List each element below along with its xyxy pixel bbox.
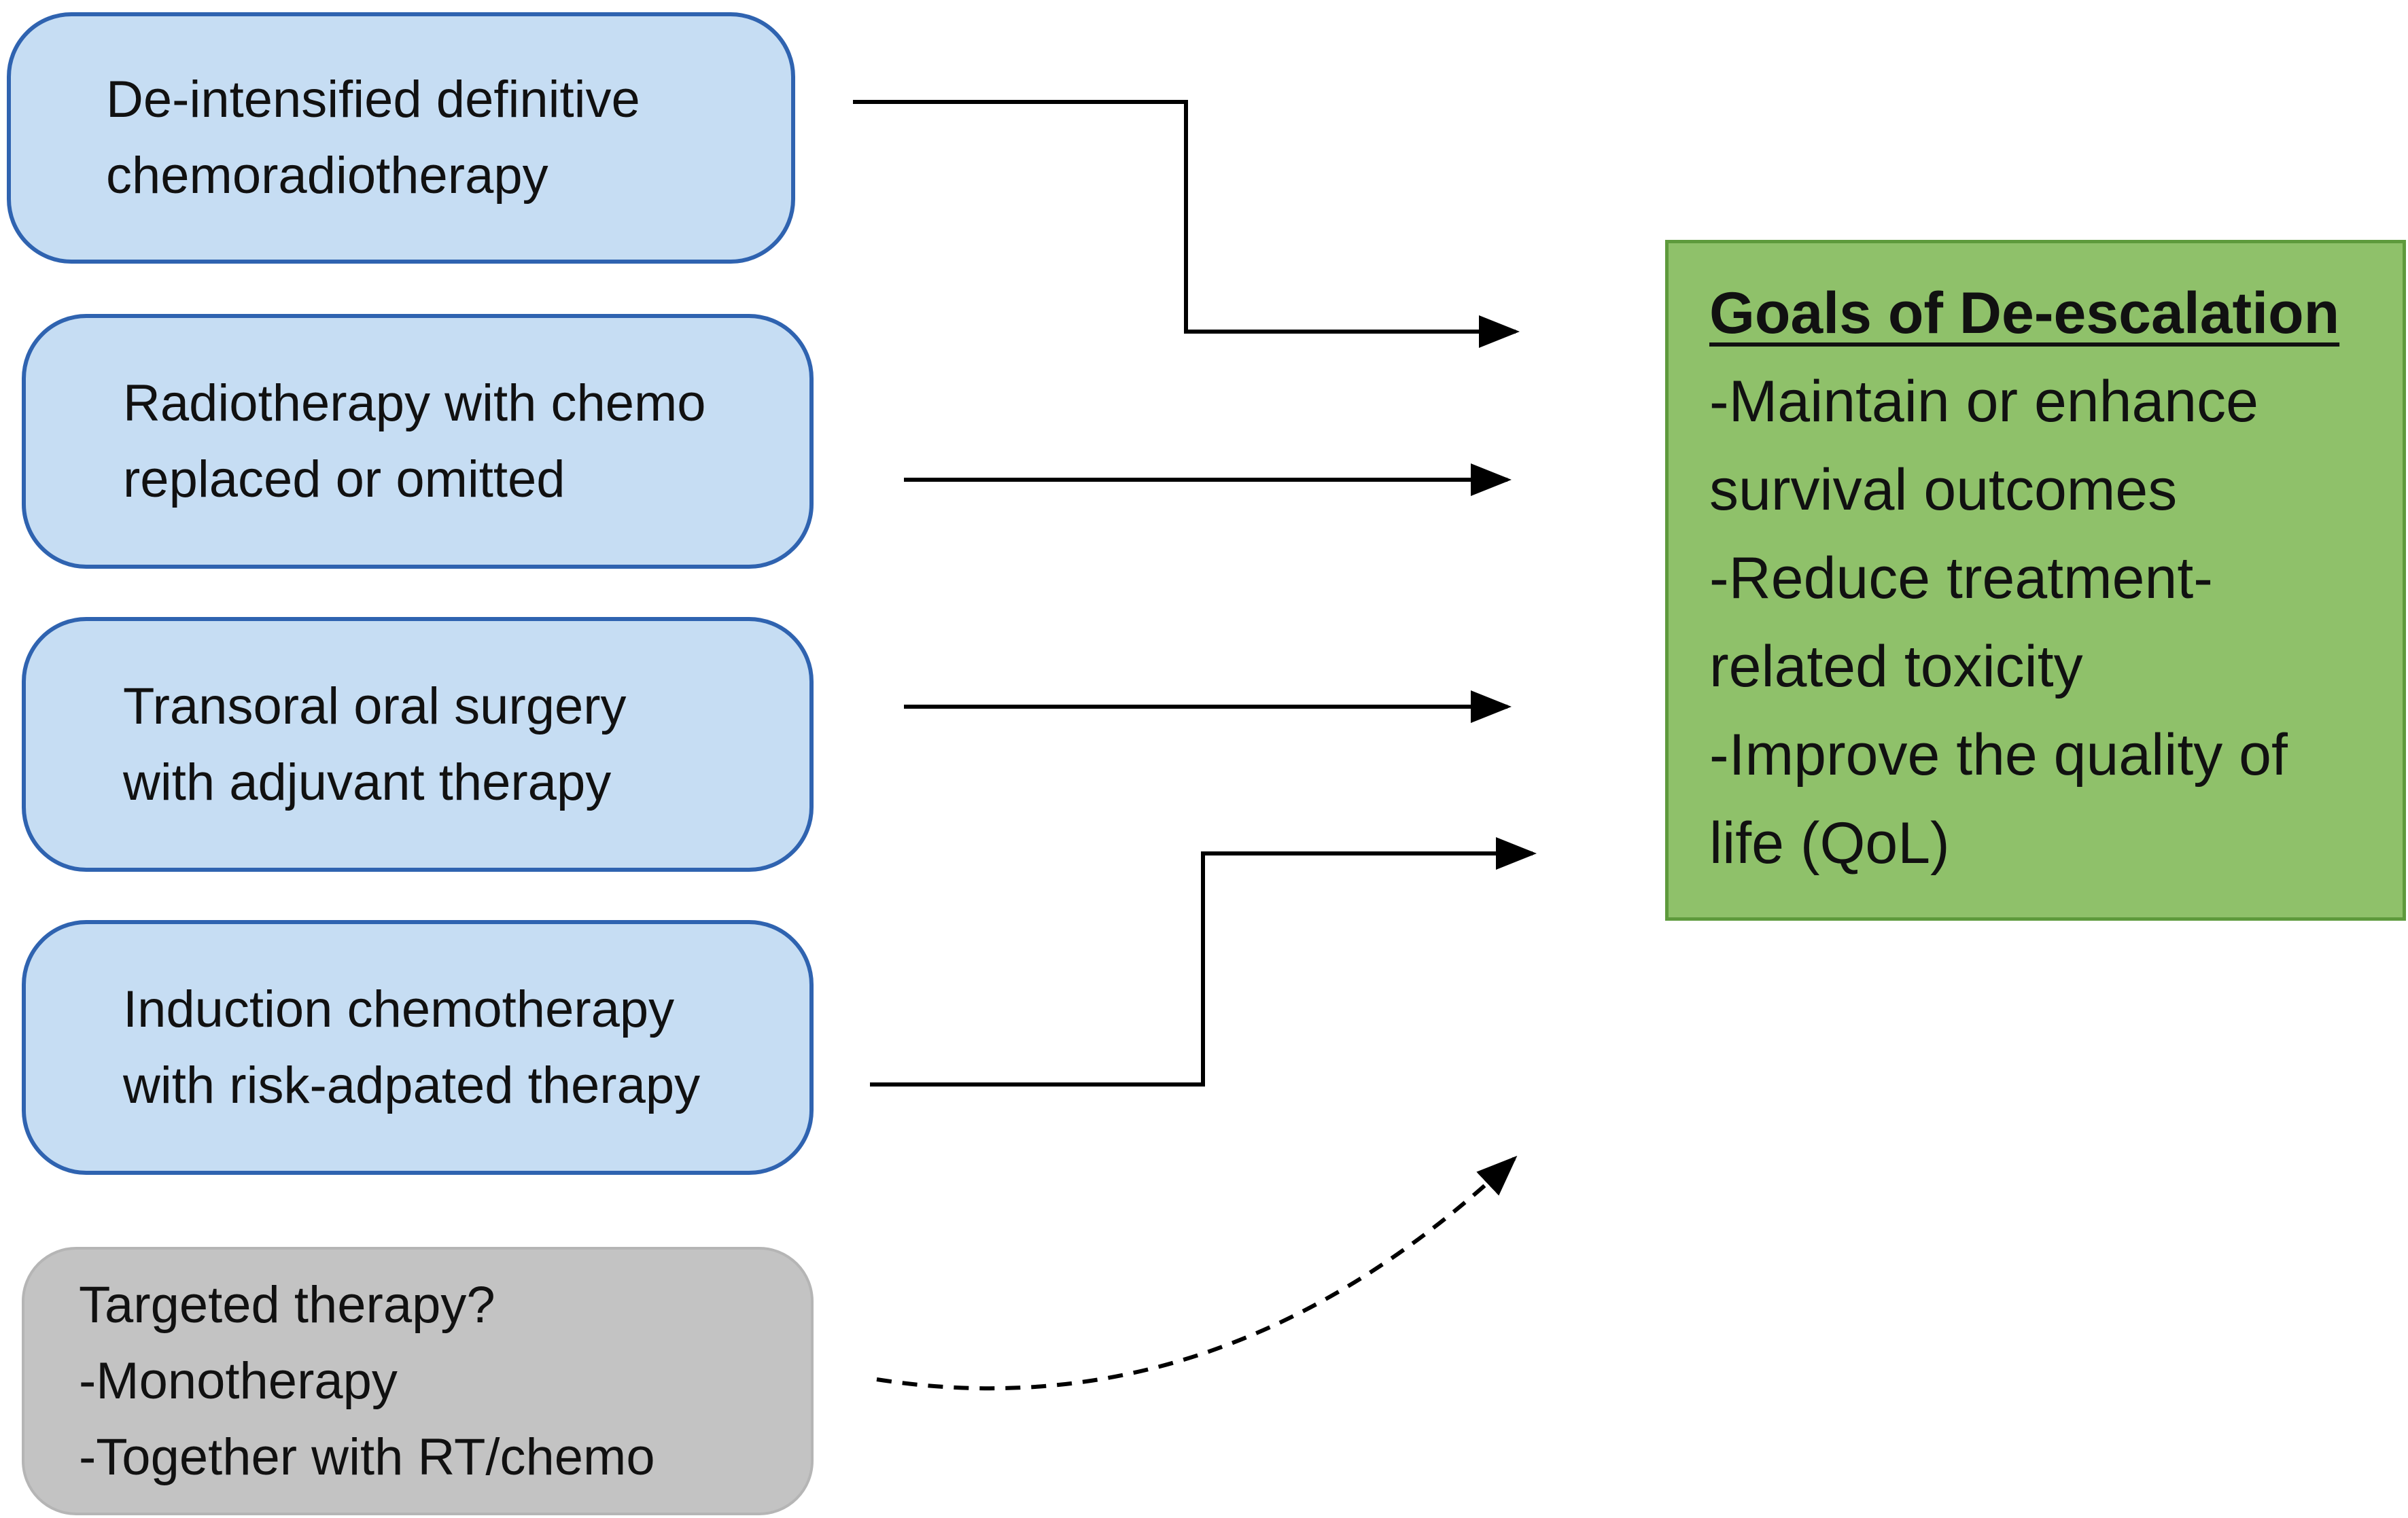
approach-text: replaced or omitted bbox=[123, 450, 565, 508]
goals-text: survival outcomes bbox=[1709, 457, 2178, 523]
approach-text: with risk-adpated therapy bbox=[123, 1056, 701, 1114]
targeted-text: -Together with RT/chemo bbox=[79, 1428, 655, 1486]
approach-box-radiotherapy: Radiotherapy with chemo replaced or omit… bbox=[22, 314, 814, 569]
approach-text: Radiotherapy with chemo bbox=[123, 374, 706, 432]
approach-text: chemoradiotherapy bbox=[106, 147, 548, 205]
approach-text: with adjuvant therapy bbox=[123, 753, 612, 811]
approach-box-transoral-surgery: Transoral oral surgery with adjuvant the… bbox=[22, 617, 814, 872]
targeted-text: Targeted therapy? bbox=[79, 1275, 495, 1334]
goals-text: life (QoL) bbox=[1709, 811, 1950, 876]
approach-box-deintensified-crt: De-intensified definitive chemoradiother… bbox=[7, 12, 795, 264]
approach-text: De-intensified definitive bbox=[106, 71, 640, 128]
arrow-deintensified-to-goals bbox=[853, 100, 1520, 348]
approach-text: Induction chemotherapy bbox=[123, 980, 675, 1038]
approach-box-induction-chemo: Induction chemotherapy with risk-adpated… bbox=[22, 920, 814, 1175]
arrow-induction-to-goals bbox=[870, 837, 1537, 1087]
goals-title: Goals of De-escalation bbox=[1709, 281, 2340, 346]
targeted-text: -Monotherapy bbox=[79, 1352, 398, 1410]
goals-box: Goals of De-escalation -Maintain or enha… bbox=[1665, 240, 2406, 921]
approach-text: Transoral oral surgery bbox=[123, 677, 627, 735]
goals-text: -Improve the quality of bbox=[1709, 722, 2288, 788]
goals-text: -Reduce treatment- bbox=[1709, 546, 2213, 611]
arrow-targeted-dashed bbox=[876, 1155, 1518, 1391]
goals-text: -Maintain or enhance bbox=[1709, 369, 2258, 434]
goals-text: related toxicity bbox=[1709, 634, 2083, 699]
targeted-therapy-box: Targeted therapy? -Monotherapy -Together… bbox=[22, 1247, 814, 1515]
